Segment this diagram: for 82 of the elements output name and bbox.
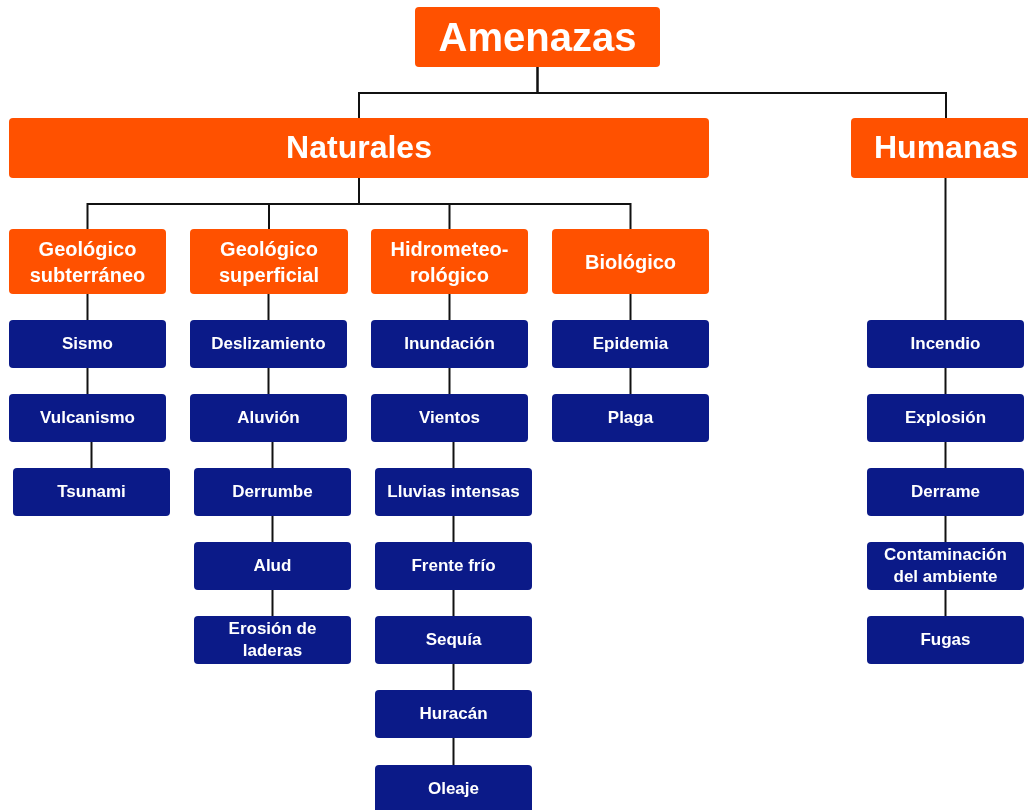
connector-line	[452, 663, 455, 691]
category-box	[190, 229, 348, 294]
connector-line	[90, 441, 93, 469]
connector-line	[629, 367, 632, 395]
connector-line	[944, 515, 947, 543]
box-label: Fugas	[920, 628, 971, 651]
category-box	[415, 7, 660, 67]
connector-line	[452, 441, 455, 469]
hazard-box	[867, 468, 1024, 516]
box-label: Lluvias intensas	[387, 480, 520, 503]
connector-line	[448, 367, 451, 395]
box-label: Plaga	[607, 406, 654, 429]
connector-line	[86, 367, 89, 395]
hazard-box	[371, 320, 528, 368]
connector-line	[271, 441, 274, 469]
category-box	[9, 229, 166, 294]
connector-line	[452, 515, 455, 543]
box-label: Tsunami	[57, 480, 126, 503]
connector-line	[629, 293, 632, 321]
box-label: Amenazas	[438, 14, 637, 61]
box-label: Derrumbe	[232, 480, 313, 503]
hazard-box	[867, 542, 1024, 590]
connector-line	[271, 589, 274, 617]
category-box	[552, 229, 709, 294]
connector-line	[452, 737, 455, 766]
hazard-box	[867, 394, 1024, 442]
box-label: Vulcanismo	[40, 406, 135, 429]
hazard-box	[375, 765, 532, 810]
box-label: Geológico superficial	[217, 236, 320, 288]
box-label: Humanas	[873, 128, 1018, 168]
hazard-box	[9, 394, 166, 442]
box-label: Inundación	[404, 332, 495, 355]
connector-line	[267, 367, 270, 395]
box-label: Naturales	[286, 128, 432, 168]
box-label: Hidrometeo-rológico	[389, 236, 510, 288]
hazard-box	[9, 320, 166, 368]
connector-line	[448, 293, 451, 321]
box-label: Deslizamiento	[211, 332, 326, 355]
box-label: Frente frío	[411, 554, 496, 577]
hazard-box	[375, 468, 532, 516]
hazard-box	[552, 394, 709, 442]
connector-line	[536, 66, 947, 119]
hazard-box	[867, 320, 1024, 368]
hazard-box	[371, 394, 528, 442]
connector-line	[944, 177, 947, 321]
connector-line	[944, 589, 947, 617]
connector-line	[271, 515, 274, 543]
box-label: Contaminación del ambiente	[883, 543, 1008, 588]
box-label: Incendio	[910, 332, 981, 355]
hazard-box	[552, 320, 709, 368]
box-label: Aluvión	[237, 406, 300, 429]
hazard-box	[13, 468, 170, 516]
box-label: Vientos	[418, 406, 481, 429]
hazard-box	[867, 616, 1024, 664]
connector-line	[944, 441, 947, 469]
hazard-box	[194, 542, 351, 590]
box-label: Alud	[253, 554, 292, 577]
box-label: Sismo	[62, 332, 113, 355]
hazard-box	[194, 468, 351, 516]
connector-line	[358, 177, 632, 230]
box-label: Epidemia	[592, 332, 669, 355]
category-box	[9, 118, 709, 178]
connector-line	[86, 293, 89, 321]
hazard-box	[190, 394, 347, 442]
hazard-box	[375, 690, 532, 738]
box-label: Explosión	[904, 406, 987, 429]
connector-line	[267, 293, 270, 321]
connector-line	[452, 589, 455, 617]
box-label: Geológico subterráneo	[28, 236, 147, 288]
box-label: Huracán	[419, 702, 488, 725]
hazard-box	[375, 542, 532, 590]
hazard-box	[375, 616, 532, 664]
category-box	[371, 229, 528, 294]
box-label: Oleaje	[427, 777, 479, 800]
box-label: Erosión de laderas	[227, 617, 318, 662]
hazard-box	[190, 320, 347, 368]
category-box	[851, 118, 1028, 178]
box-label: Derrame	[911, 480, 980, 503]
box-label: Biológico	[584, 249, 677, 275]
box-label: Sequía	[425, 628, 482, 651]
hazard-box	[194, 616, 351, 664]
connector-line	[944, 367, 947, 395]
